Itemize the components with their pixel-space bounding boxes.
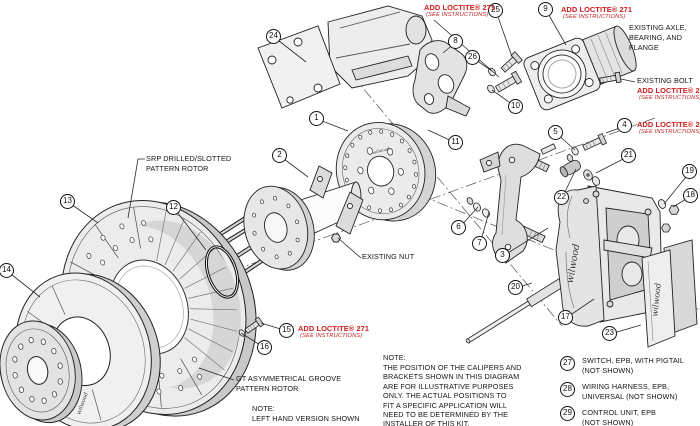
callout-21: 21: [621, 148, 636, 163]
callout-20: 20: [508, 280, 523, 295]
callout-17: 17: [558, 310, 573, 325]
callout-18: 18: [683, 188, 698, 203]
epb-switch-2: (NOT SHOWN): [582, 366, 634, 375]
axle-flange-assembly: [523, 25, 637, 111]
label-leader-lines: [127, 19, 636, 381]
callout-7: 7: [472, 236, 487, 251]
leader-lines: [6, 9, 692, 349]
epb-harness-1: WIRING HARNESS, EPB,: [582, 382, 670, 391]
caliper-nuts: [657, 199, 680, 233]
loctite-9-title: ADD LOCTITE® 271: [561, 5, 633, 14]
rotor-bolt: [238, 316, 265, 337]
caliper-bracket: [479, 143, 550, 264]
callout-19: 19: [682, 164, 697, 179]
callout-1: 1: [309, 111, 324, 126]
epb-control-1: CONTROL UNIT, EPB: [582, 408, 657, 417]
callout-3: 3: [495, 248, 510, 263]
existing-bolt: EXISTING BOLT: [637, 76, 693, 85]
loctite-top-title: ADD LOCTITE® 271: [424, 3, 496, 12]
callout-24: 24: [266, 29, 281, 44]
callout-23: 23: [602, 326, 617, 341]
srp-rotor-1: SRP DRILLED/SLOTTED: [146, 154, 232, 163]
callout-15: 15: [279, 323, 294, 338]
callout-5: 5: [548, 125, 563, 140]
note-main-8: INSTALLER OF THIS KIT.: [383, 419, 470, 426]
callout-9: 9: [538, 2, 553, 17]
loctite-15-sub: (SEE INSTRUCTIONS): [300, 333, 363, 339]
srp-rotor-2: PATTERN ROTOR: [146, 164, 209, 173]
rotor-hat: [0, 320, 83, 424]
note-main-1: NOTE:: [383, 353, 406, 362]
callout-25: 25: [488, 3, 503, 18]
epb-harness-2: UNIVERSAL (NOT SHOWN): [582, 392, 678, 401]
callout-12: 12: [166, 200, 181, 215]
existing-axle-1: EXISTING AXLE,: [629, 23, 687, 32]
bracket-bolts: [487, 51, 523, 94]
gt-rotor-2: PATTERN ROTOR: [236, 384, 299, 393]
note-main-6: FIT A SPECIFIC APPLICATION WILL: [383, 401, 508, 410]
note-main-2: THE POSITION OF THE CALIPERS AND: [383, 363, 522, 372]
mounting-bracket-plate: [412, 40, 471, 117]
loctite-9-sub: (SEE INSTRUCTIONS): [563, 14, 626, 20]
note-left-2: LEFT HAND VERSION SHOWN: [252, 414, 360, 423]
note-main-5: ONLY. THE ACTUAL POSITIONS TO: [383, 391, 507, 400]
existing-nut: EXISTING NUT: [362, 252, 415, 261]
gt-rotor-1: GT ASYMMETRICAL GROOVE: [236, 374, 342, 383]
o-ring: [204, 245, 240, 299]
note-left-1: NOTE:: [252, 404, 275, 413]
callout-11: 11: [448, 135, 463, 150]
wilwood-script-hub-plate: wilwood: [372, 146, 391, 155]
brake-pads: [641, 239, 698, 348]
loctite-bolt-sub: (SEE INSTRUCTIONS): [639, 95, 700, 101]
callout-16: 16: [257, 340, 272, 355]
loctite-4-title: ADD LOCTITE® 271: [637, 120, 700, 129]
loctite-4-sub: (SEE INSTRUCTIONS): [639, 129, 700, 135]
brake-caliper: [555, 185, 663, 327]
loctite-bolt-title: ADD LOCTITE® 271: [637, 86, 700, 95]
callout-27: 27: [560, 356, 575, 371]
callout-2: 2: [272, 148, 287, 163]
callout-29: 29: [560, 406, 575, 421]
callout-28: 28: [560, 382, 575, 397]
callout-8: 8: [448, 34, 463, 49]
callout-4: 4: [617, 118, 632, 133]
wilwood-script-pad: wilwood: [650, 283, 662, 317]
loctite-15-title: ADD LOCTITE® 271: [298, 324, 370, 333]
callout-26: 26: [465, 50, 480, 65]
existing-axle-2: BEARING, AND: [629, 33, 683, 42]
existing-axle-3: FLANGE: [629, 43, 659, 52]
epb-switch-1: SWITCH, EPB, WITH PIGTAIL: [582, 356, 685, 365]
note-main-3: BRACKETS SHOWN IN THIS DIAGRAM: [383, 372, 520, 381]
existing-nut-part: [330, 233, 342, 243]
callout-10: 10: [508, 99, 523, 114]
epb-actuator-assembly: [257, 5, 433, 109]
callout-6: 6: [451, 220, 466, 235]
loctite-top-sub: (SEE INSTRUCTIONS): [426, 12, 489, 18]
note-main-4: ARE FOR ILLUSTRATIVE PURPOSES: [383, 382, 514, 391]
epb-control-2: (NOT SHOWN): [582, 418, 634, 426]
callout-14: 14: [0, 263, 14, 278]
existing-bolt-part: [599, 71, 622, 84]
callout-13: 13: [60, 194, 75, 209]
callout-22: 22: [554, 190, 569, 205]
axle-shaft-assembly: [198, 165, 364, 292]
note-main-7: NEED TO BE DETERMINED BY THE: [383, 410, 509, 419]
